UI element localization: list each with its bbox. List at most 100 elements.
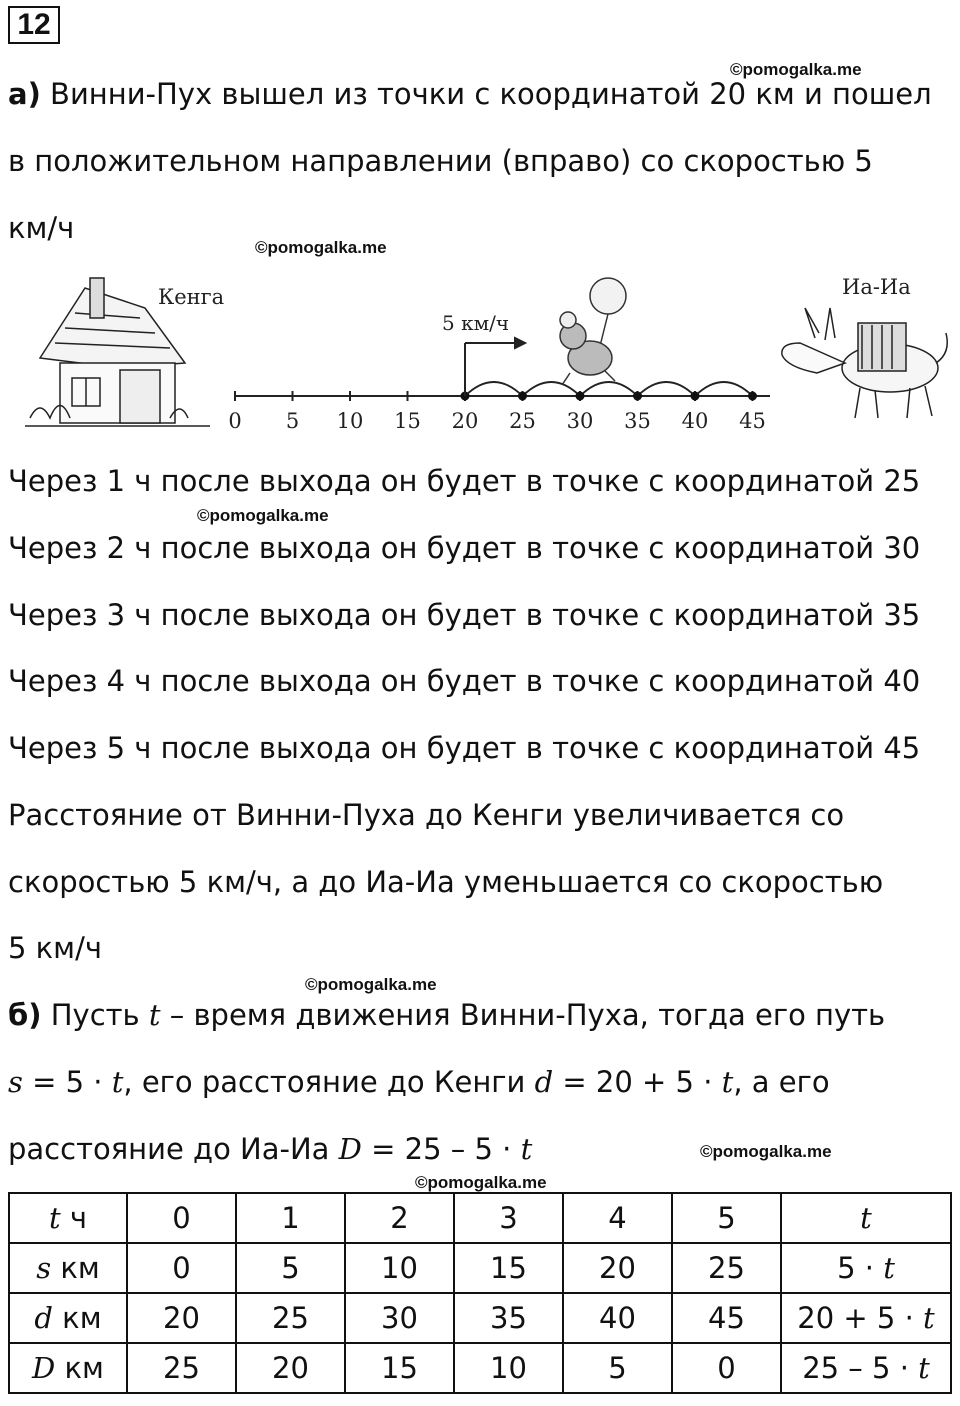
problem-number: 12 bbox=[8, 6, 60, 44]
formula-variable: t bbox=[860, 1201, 872, 1235]
formula-text: 20 + 5 · bbox=[797, 1301, 924, 1335]
part-b-text: , его расстояние до Кенги bbox=[123, 1065, 535, 1099]
position-dot bbox=[690, 391, 700, 401]
position-dots bbox=[460, 391, 757, 401]
table-cell: 20 bbox=[562, 1242, 673, 1294]
table-cell: 25 bbox=[671, 1242, 782, 1294]
var-t: t bbox=[721, 1065, 734, 1099]
step-5: Через 5 ч после выхода он будет в точке … bbox=[8, 731, 921, 765]
conclusion-line-2: скоростью 5 км/ч, а до Иа-Иа уменьшается… bbox=[8, 865, 884, 899]
table-cell: 5 bbox=[671, 1192, 782, 1244]
house-illustration bbox=[25, 277, 210, 427]
part-a-label: а) bbox=[8, 77, 41, 111]
axis-tick-label: 45 bbox=[739, 409, 766, 433]
row-variable: s bbox=[36, 1251, 52, 1285]
jump-arc bbox=[636, 381, 696, 397]
jump-arc bbox=[521, 381, 581, 397]
row-variable: d bbox=[34, 1301, 53, 1335]
axis-tick-label: 35 bbox=[624, 409, 651, 433]
formula-text: 25 – 5 · bbox=[802, 1351, 919, 1385]
formula-cell: 25 – 5 · t bbox=[780, 1342, 952, 1394]
part-b-text: = 5 · bbox=[22, 1065, 112, 1099]
axis-tick-label: 5 bbox=[286, 409, 299, 433]
jump-arcs bbox=[464, 381, 754, 397]
watermark: ©pomogalka.me bbox=[730, 60, 862, 79]
table-cell: 3 bbox=[453, 1192, 564, 1244]
formula-variable: t bbox=[883, 1251, 895, 1285]
part-b-line-1: б) Пусть t – время движения Винни-Пуха, … bbox=[8, 995, 885, 1035]
table-cell: 35 bbox=[453, 1292, 564, 1344]
part-b-text: Пусть bbox=[41, 998, 149, 1032]
table-cell: 15 bbox=[344, 1342, 455, 1394]
table-cell: 40 bbox=[562, 1292, 673, 1344]
part-b-text: = 25 – 5 · bbox=[361, 1132, 521, 1166]
row-unit: км bbox=[51, 1251, 100, 1285]
position-dot bbox=[748, 391, 757, 401]
table-cell: 0 bbox=[126, 1192, 237, 1244]
part-b-line-2: s = 5 · t , его расстояние до Кенги d = 2… bbox=[8, 1062, 830, 1102]
row-variable: t bbox=[48, 1201, 61, 1235]
position-dot bbox=[633, 391, 642, 401]
part-b-text: = 20 + 5 · bbox=[553, 1065, 722, 1099]
watermark: ©pomogalka.me bbox=[305, 975, 437, 994]
row-header: D км bbox=[8, 1342, 128, 1394]
table-cell: 20 bbox=[235, 1342, 346, 1394]
table-cell: 10 bbox=[453, 1342, 564, 1394]
part-a-intro-text-1: Винни-Пух вышел из точки с координатой 2… bbox=[40, 77, 932, 111]
row-header: s км bbox=[8, 1242, 128, 1294]
ia-label: Иа-Иа bbox=[842, 275, 911, 299]
part-a-intro-line-3: км/ч bbox=[8, 211, 75, 245]
formula-cell: t bbox=[780, 1192, 952, 1244]
table-cell: 0 bbox=[126, 1242, 237, 1294]
row-unit: км bbox=[52, 1301, 102, 1335]
var-t: t bbox=[520, 1132, 533, 1166]
var-s: s bbox=[8, 1065, 23, 1099]
part-b-text: – время движения Винни-Пуха, тогда его п… bbox=[160, 998, 886, 1032]
formula-cell: 5 · t bbox=[780, 1242, 952, 1294]
position-dot bbox=[518, 391, 527, 401]
formula-variable: t bbox=[918, 1351, 930, 1385]
watermark: ©pomogalka.me bbox=[197, 506, 329, 525]
row-variable: D bbox=[32, 1351, 56, 1385]
formula-text: 5 · bbox=[837, 1251, 884, 1285]
axis-tick-label: 40 bbox=[682, 409, 709, 433]
row-header: t ч bbox=[8, 1192, 128, 1244]
table-cell: 0 bbox=[671, 1342, 782, 1394]
watermark: ©pomogalka.me bbox=[700, 1142, 832, 1161]
axis-tick-label: 15 bbox=[394, 409, 421, 433]
part-b-text: , а его bbox=[733, 1065, 830, 1099]
step-4: Через 4 ч после выхода он будет в точке … bbox=[8, 664, 921, 698]
step-3: Через 3 ч после выхода он будет в точке … bbox=[8, 598, 921, 632]
step-2: Через 2 ч после выхода он будет в точке … bbox=[8, 531, 921, 565]
table-cell: 15 bbox=[453, 1242, 564, 1294]
row-unit: км bbox=[55, 1351, 104, 1385]
part-b-text: расстояние до Иа-Иа bbox=[8, 1132, 339, 1166]
part-a-intro-line-1: а) Винни-Пух вышел из точки с координато… bbox=[8, 74, 932, 114]
table-cell: 20 bbox=[126, 1292, 237, 1344]
axis-tick-label: 20 bbox=[452, 409, 479, 433]
formula-cell: 20 + 5 · t bbox=[780, 1292, 952, 1344]
speed-label: 5 км/ч bbox=[442, 311, 509, 335]
table-cell: 4 bbox=[562, 1192, 673, 1244]
row-header: d км bbox=[8, 1292, 128, 1344]
table-cell: 5 bbox=[235, 1242, 346, 1294]
watermark: ©pomogalka.me bbox=[255, 238, 387, 257]
var-d: d bbox=[534, 1065, 554, 1099]
var-t: t bbox=[148, 998, 161, 1032]
donkey-illustration bbox=[781, 307, 948, 419]
axis-tick-label: 10 bbox=[337, 409, 364, 433]
position-dot bbox=[575, 391, 585, 401]
bear-illustration bbox=[559, 277, 627, 386]
speed-arrow bbox=[464, 336, 528, 396]
conclusion-line-3: 5 км/ч bbox=[8, 931, 102, 965]
table-cell: 45 bbox=[671, 1292, 782, 1344]
table-cell: 2 bbox=[344, 1192, 455, 1244]
axis-tick-label: 0 bbox=[228, 409, 241, 433]
kenga-label: Кенга bbox=[158, 285, 224, 309]
part-b-label: б) bbox=[8, 998, 42, 1032]
table-cell: 25 bbox=[126, 1342, 237, 1394]
